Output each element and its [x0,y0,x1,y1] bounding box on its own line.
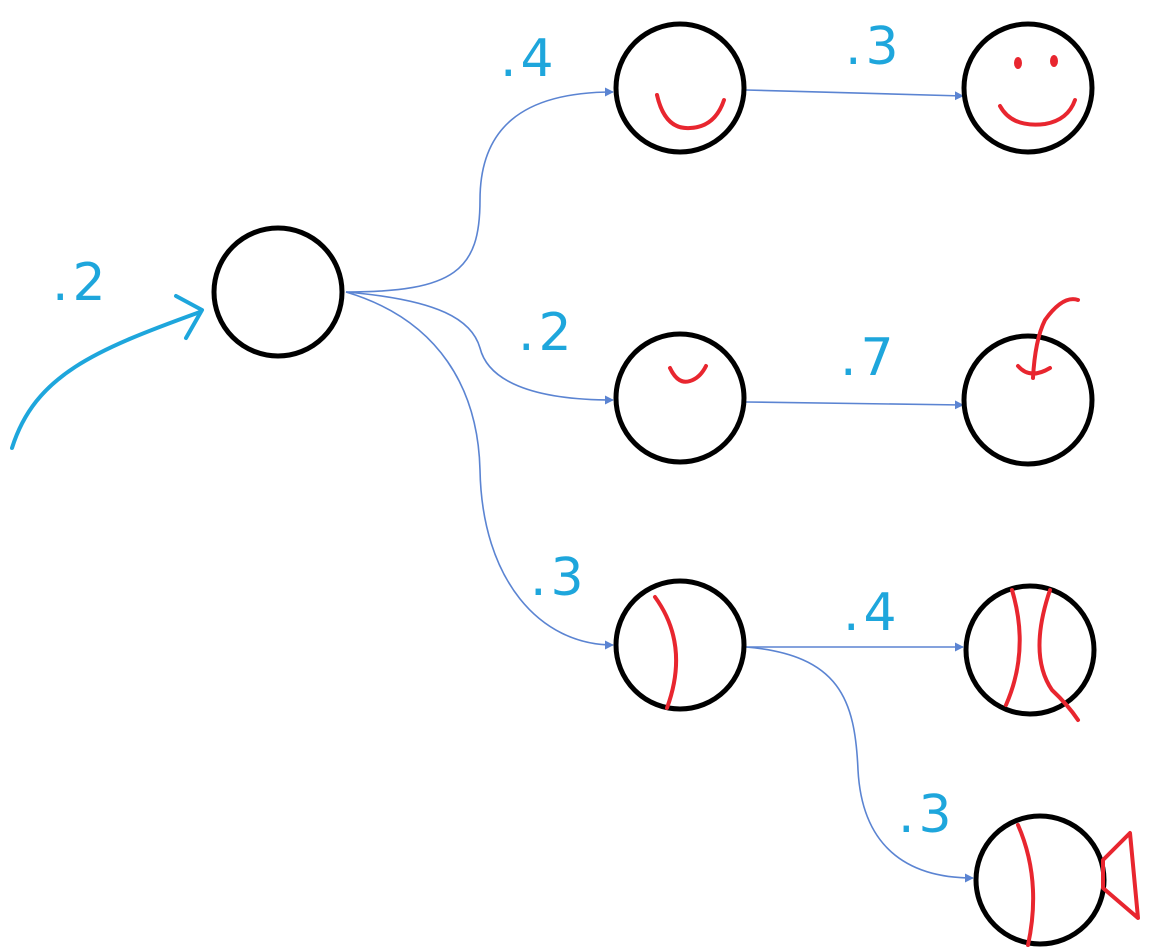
node-bottom-1 [613,578,747,712]
edge-root-bottom-1 [345,291,614,650]
incoming-arrowhead [174,294,204,340]
incoming-arrow [10,294,204,450]
edge-label-bottom-1-bottom-3: .3 [898,785,956,845]
edge-root-top-1 [345,87,614,293]
node-bottom-2 [963,583,1097,722]
seam-arc-icon [653,595,679,710]
small-smile-icon [668,364,708,384]
node-top-2-circle [961,21,1095,155]
node-top-1-circle [613,21,747,155]
edge-root-mid-1 [345,291,614,405]
edge-mid-1-mid-2 [745,400,964,410]
incoming-arrow-path [10,310,202,450]
node-mid-2-circle [961,333,1095,467]
right-seam-icon [1037,588,1080,722]
edge-bottom-1-bottom-3 [745,646,974,883]
edge-label-top-1-top-2: .3 [845,17,903,77]
edge-label-mid-1-mid-2: .7 [840,328,898,388]
node-bottom-2-circle [963,583,1097,717]
node-mid-1 [613,331,747,465]
wide-smile-icon [655,93,726,131]
right-eye-icon [1050,55,1058,67]
apple-stem-icon [1031,297,1080,380]
node-root [211,225,345,359]
node-mid-1-circle [613,331,747,465]
node-bottom-1-circle [613,578,747,712]
node-top-1 [613,21,747,155]
node-root-circle [211,225,345,359]
body-seam-icon [1016,823,1036,947]
edge-label-root-bottom-1: .3 [530,548,588,608]
smile-icon [998,98,1077,127]
edge-label-root-mid-1: .2 [518,303,576,363]
node-bottom-3 [973,813,1140,947]
left-eye-icon [1014,57,1022,69]
node-top-2 [961,21,1095,155]
node-mid-2 [961,297,1095,467]
edge-top-1-top-2 [745,89,964,101]
fish-tail-icon [1101,831,1140,920]
edge-label-root-top-1: .4 [500,29,558,89]
edge-label-bottom-1-bottom-2: .4 [843,583,901,643]
node-bottom-3-circle [973,813,1107,947]
incoming-probability-label: .2 [52,253,110,313]
left-seam-icon [1004,588,1022,707]
